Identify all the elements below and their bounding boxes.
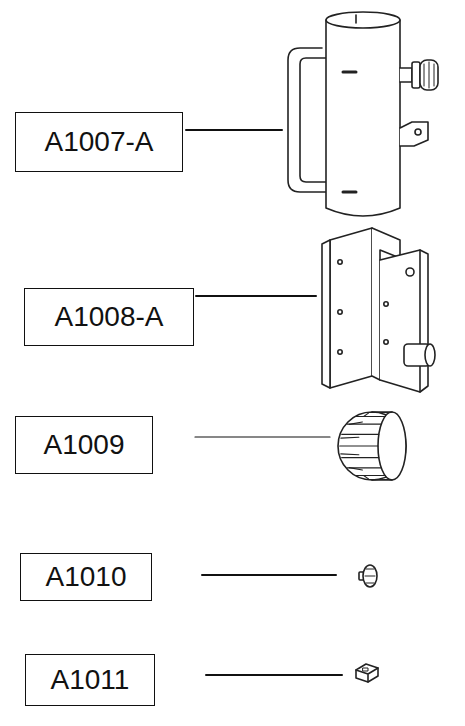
mount-bracket	[322, 228, 435, 392]
small-clip	[356, 664, 378, 682]
part-number: A1011	[51, 665, 130, 696]
part-label-box: A1007-A	[15, 112, 183, 172]
part-label-box: A1010	[20, 553, 152, 601]
part-number: A1009	[44, 430, 125, 461]
tube-holder	[288, 12, 438, 216]
part-number: A1007-A	[45, 127, 154, 158]
ribbed-roller	[338, 412, 406, 480]
part-label-box: A1011	[25, 654, 155, 706]
part-number: A1008-A	[55, 302, 164, 333]
part-number: A1010	[46, 562, 127, 593]
small-knob	[359, 565, 377, 587]
part-label-box: A1008-A	[24, 288, 194, 346]
part-label-box: A1009	[15, 416, 153, 474]
leader-lines	[186, 130, 342, 675]
